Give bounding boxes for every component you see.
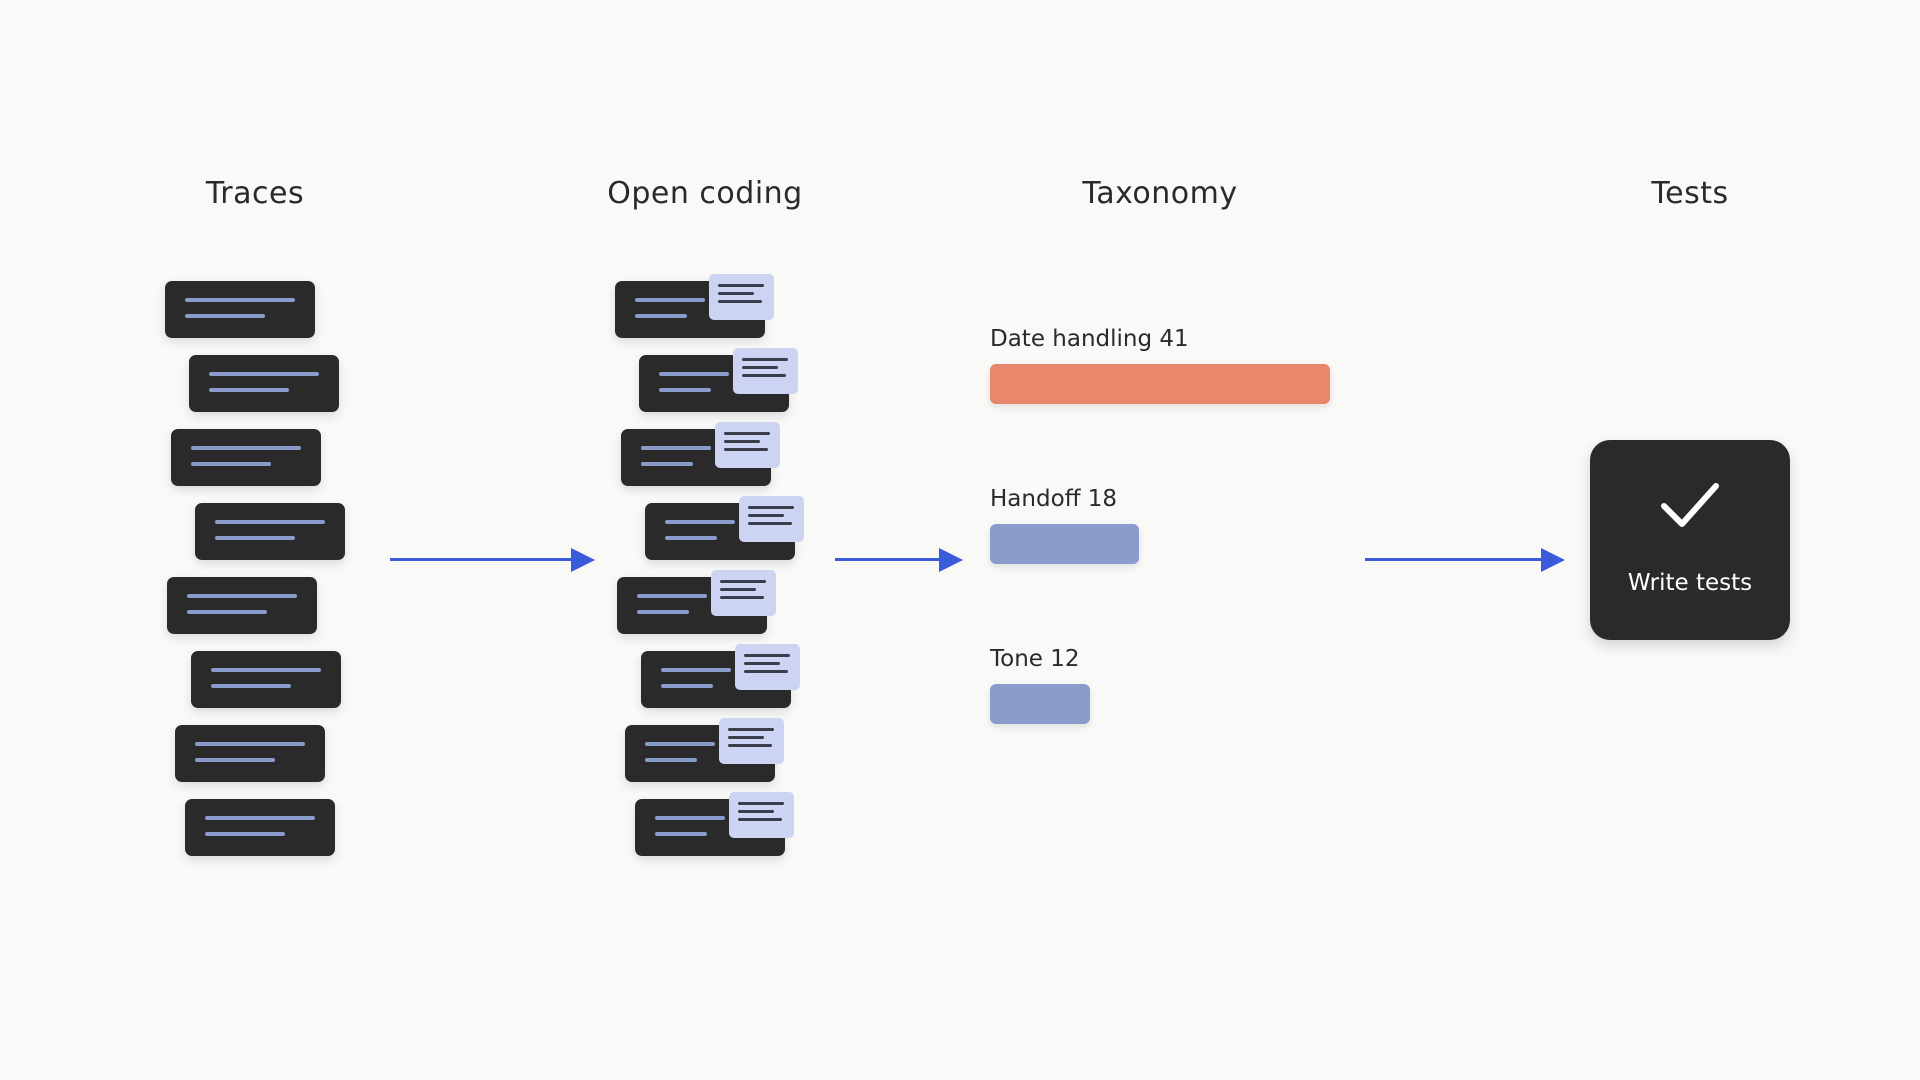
card-line [209,372,319,376]
write-tests-box: Write tests [1590,440,1790,640]
card-line [661,684,713,688]
note-line [742,358,788,361]
column-title-open-coding: Open coding [607,176,803,211]
trace-card [189,355,339,412]
card-line [637,610,689,614]
taxonomy-bar-date-handling [990,364,1330,404]
trace-card [175,725,325,782]
card-line [659,388,711,392]
trace-card [185,799,335,856]
note-line [748,506,794,509]
card-line [195,742,305,746]
card-line [195,758,275,762]
note-line [748,522,792,525]
card-line [215,520,325,524]
card-line [637,594,707,598]
write-tests-label: Write tests [1627,570,1753,596]
note-line [718,292,754,295]
taxonomy-label-tone: Tone 12 [990,646,1080,672]
note-line [748,514,784,517]
card-line [665,536,717,540]
note-line [718,284,764,287]
code-note [739,496,804,542]
card-line [209,388,289,392]
column-title-traces: Traces [205,176,305,211]
card-line [659,372,729,376]
note-line [720,580,766,583]
card-line [645,758,697,762]
note-line [738,802,784,805]
column-title-taxonomy: Taxonomy [1082,176,1238,211]
note-line [744,654,790,657]
note-line [742,374,786,377]
arrow-coding-to-taxonomy [835,548,963,572]
note-line [728,728,774,731]
card-line [187,594,297,598]
note-line [744,662,780,665]
taxonomy-bar-tone [990,684,1090,724]
note-line [738,818,782,821]
code-note [711,570,776,616]
checkmark-icon [1661,483,1719,527]
arrow-taxonomy-to-tests [1365,548,1565,572]
trace-card [165,281,315,338]
card-line [211,684,291,688]
card-line [661,668,731,672]
taxonomy-bar-handoff [990,524,1139,564]
card-line [187,610,267,614]
card-line [191,446,301,450]
note-line [742,366,778,369]
card-line [641,462,693,466]
taxonomy-label-handoff: Handoff 18 [990,486,1118,512]
card-line [645,742,715,746]
card-line [185,298,295,302]
code-note [719,718,784,764]
card-line [191,462,271,466]
note-line [728,736,764,739]
note-line [724,448,768,451]
card-line [205,832,285,836]
arrow-traces-to-coding [390,548,595,572]
code-note [709,274,774,320]
card-line [185,314,265,318]
trace-card [191,651,341,708]
column-title-tests: Tests [1651,176,1729,211]
card-line [641,446,711,450]
card-line [655,816,725,820]
note-line [718,300,762,303]
note-line [724,432,770,435]
note-line [720,596,764,599]
card-line [205,816,315,820]
card-line [635,298,705,302]
code-note [729,792,794,838]
card-line [215,536,295,540]
card-line [635,314,687,318]
code-note [715,422,780,468]
note-line [724,440,760,443]
trace-card [171,429,321,486]
code-note [733,348,798,394]
note-line [738,810,774,813]
note-line [720,588,756,591]
card-line [665,520,735,524]
card-line [655,832,707,836]
code-note [735,644,800,690]
trace-card [167,577,317,634]
note-line [728,744,772,747]
card-line [211,668,321,672]
note-line [744,670,788,673]
taxonomy-label-date-handling: Date handling 41 [990,326,1189,352]
trace-card [195,503,345,560]
